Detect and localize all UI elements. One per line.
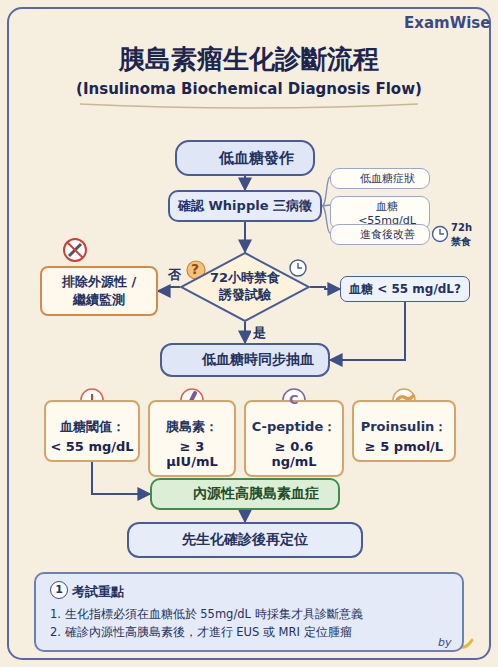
node-text: 低血糖發作 [219,149,294,168]
process-box: 低血糖時同步抽血 [160,343,330,377]
flow-arrow [310,287,340,289]
start-box: 低血糖發作 [175,140,315,176]
edge-label: 是 [251,325,268,341]
node-text: 進食後改善 [360,227,415,242]
process-box: 確認 Whipple 三病徵 [168,190,322,222]
node-text: 低血糖症狀 [360,171,415,186]
flow-arrow [330,302,405,360]
node-text: 先生化確診後再定位 [182,531,308,549]
clock-icon [433,227,448,242]
duration-label: 禁食 [451,235,471,249]
title: 胰島素瘤生化診斷流程 [0,42,498,77]
flow-arrow [244,322,246,343]
title-underline [80,104,418,108]
note-panel: 考試重點 1. 生化指標必須在血糖低於 55mg/dL 時採集才具診斷意義2. 確… [34,572,464,652]
node-text: 2. 確診內源性高胰島素後，才進行 EUS 或 MRI 定位腫瘤 [50,624,352,642]
node-text: ≥ 0.6 ng/mL [250,439,338,469]
node-text: 血糖 < 55 mg/dL? [349,281,461,298]
node-text: 胰島素： [166,418,218,436]
duration-label: 72h [451,222,472,233]
edge-label: 否 [166,267,183,283]
decision-diamond: 72小時禁食 誘發試驗 [180,252,310,322]
node-text: 低血糖時同步抽血 [202,351,314,369]
exclude-box: 排除外源性 / 繼續監測 [40,266,158,316]
node-text: 排除外源性 / 繼續監測 [48,273,150,309]
no-syringe-icon [64,239,86,261]
flow-arrow [244,510,246,522]
node-text: 考試重點 [72,582,124,602]
question-mark: ? [191,261,199,277]
process-box: 先生化確診後再定位 [127,522,363,558]
node-text: 血糖<55mg/dL [351,199,423,227]
node-text: 1. 生化指標必須在血糖低於 55mg/dL 時採集才具診斷意義 [50,606,363,624]
node-text: 確認 Whipple 三病徵 [178,197,312,215]
node-text: C-peptide： [252,418,336,436]
callout-number: 1 [50,581,68,599]
criteria-box: C-peptide： ≥ 0.6 ng/mL [244,400,344,477]
brand-mark: ExamWise [404,14,490,32]
icon-letter: C [289,392,299,407]
flow-arrow [158,287,180,291]
signature: by [438,636,452,649]
node-text: 72小時禁食 誘發試驗 [203,270,287,304]
node-text: 血糖閾值： [60,418,125,436]
node-text: 內源性高胰島素血症 [193,485,319,503]
check-pill: 低血糖症狀 [330,168,430,189]
checklist-bracket [322,177,330,233]
page-frame [8,8,490,659]
flow-arrow [92,462,150,494]
check-pill: 進食後改善 [330,224,430,245]
criteria-box: 胰島素： ≥ 3 μIU/mL [148,400,236,477]
timer-icon [290,260,306,276]
flow-arrow [244,176,246,190]
node-text: ≥ 3 μIU/mL [154,439,230,469]
node-text: < 55 mg/dL [50,439,133,454]
subtitle: (Insulinoma Biochemical Diagnosis Flow) [0,80,498,98]
criteria-box: 血糖閾值： < 55 mg/dL [44,400,140,462]
result-box: 內源性高胰島素血症 [150,478,340,510]
node-text: Proinsulin： [361,418,448,436]
node-text: ≥ 5 pmol/L [365,439,443,454]
question-box: 血糖 < 55 mg/dL? [340,276,470,302]
criteria-box: Proinsulin： ≥ 5 pmol/L [352,400,456,462]
flow-arrow [244,222,246,252]
